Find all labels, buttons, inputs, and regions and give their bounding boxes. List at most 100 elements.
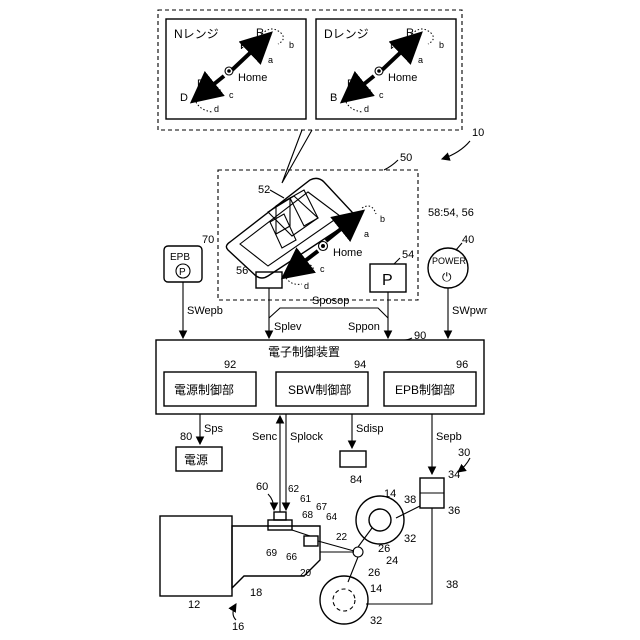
ref-94: 94: [354, 359, 366, 371]
ref-40: 40: [462, 234, 474, 246]
ref-54: 54: [402, 249, 414, 261]
power-title: POWER: [432, 256, 467, 266]
ref-84: 84: [350, 474, 362, 486]
ref-68: 68: [302, 510, 314, 521]
n-label-c: c: [229, 90, 234, 100]
power-source-label: 電源: [184, 453, 208, 467]
brake-lower: [333, 589, 355, 611]
unit-home-label: Home: [333, 247, 362, 259]
n-label-a: a: [268, 55, 273, 65]
d-label-n: N: [390, 40, 398, 52]
display-84: [340, 451, 366, 467]
ref-36: 36: [448, 505, 460, 517]
power-control-label: 電源制御部: [174, 382, 234, 397]
ref-50: 50: [400, 152, 412, 164]
ref-14-lower: 14: [370, 583, 382, 595]
wheel-lower: [320, 576, 368, 624]
ref-12: 12: [188, 599, 200, 611]
ref-96: 96: [456, 359, 468, 371]
ref-20: 20: [300, 568, 312, 579]
ref-61: 61: [300, 494, 312, 505]
n-label-home: Home: [238, 72, 267, 84]
shift-lever: [226, 178, 353, 278]
n-label-d: D: [197, 78, 205, 90]
ref-92: 92: [224, 359, 236, 371]
sig-sepb: Sepb: [436, 431, 462, 443]
ref-18: 18: [250, 587, 262, 599]
ref-32-lower: 32: [370, 615, 382, 627]
ref-16: 16: [232, 621, 244, 633]
ref-26-upper: 26: [378, 543, 390, 555]
n-range-panel: Nレンジ R R Home D D a b c d: [166, 19, 306, 119]
callout-pointer: [282, 130, 312, 183]
ref-10: 10: [472, 127, 484, 139]
ref-64: 64: [326, 512, 338, 523]
unit-label-c: c: [320, 264, 325, 274]
sbw-control-label: SBW制御部: [288, 382, 351, 397]
d-range-title: Dレンジ: [324, 27, 369, 41]
unit-up-arrow: [326, 212, 362, 241]
ref-24: 24: [386, 555, 398, 567]
d-label-d: d: [364, 104, 369, 114]
power-icon: ⏻: [442, 270, 452, 284]
unit-label-b: b: [380, 214, 385, 224]
ref-38: 38: [404, 494, 416, 506]
ref-62: 62: [288, 484, 300, 495]
ref-32-upper: 32: [404, 533, 416, 545]
sig-splev: Splev: [274, 321, 302, 333]
ref-26-lower: 26: [368, 567, 380, 579]
ecu-title: 電子制御装置: [268, 344, 340, 359]
n-range-title: Nレンジ: [174, 27, 219, 41]
d-label-b-bottom: B: [330, 92, 337, 104]
n-label-d-bottom: D: [180, 92, 188, 104]
sig-sppon: Sppon: [348, 321, 380, 333]
sig-sposop: Sposop: [312, 295, 349, 307]
ref-70: 70: [202, 234, 214, 246]
n-label-r: R: [240, 40, 248, 52]
d-up-arrow: [382, 34, 420, 70]
ref-34: 34: [448, 469, 460, 481]
brake-upper: [369, 509, 391, 531]
ref-69: 69: [266, 548, 278, 559]
ref-30: 30: [458, 447, 470, 459]
parking-gear: [304, 536, 318, 546]
d-label-home: Home: [388, 72, 417, 84]
ref-22: 22: [336, 532, 348, 543]
d-label-a: a: [418, 55, 423, 65]
p-switch-label: P: [382, 272, 393, 289]
epb-title: EPB: [170, 252, 190, 263]
sig-sps: Sps: [204, 423, 223, 435]
sig-senc: Senc: [252, 431, 278, 443]
sig-sdisp: Sdisp: [356, 423, 384, 435]
parking-actuator: [268, 520, 292, 530]
n-label-d-small: d: [214, 104, 219, 114]
n-label-b: b: [289, 40, 294, 50]
d-range-panel: Dレンジ R N Home B B a b c d: [316, 19, 456, 119]
sig-swepb: SWepb: [187, 305, 223, 317]
axle-upper: [358, 528, 372, 547]
epb-control-label: EPB制御部: [395, 382, 455, 397]
d-label-b-small: b: [439, 40, 444, 50]
wheel-upper: [356, 496, 404, 544]
ref-56: 56: [236, 265, 248, 277]
ref-80: 80: [180, 431, 192, 443]
sposop-bracket: [269, 308, 388, 318]
unit-label-d: d: [304, 281, 309, 291]
d-label-b: B: [347, 78, 354, 90]
engine: [160, 516, 232, 596]
sig-splock: Splock: [290, 431, 324, 443]
sensor-56: [256, 272, 282, 288]
sig-swpwr: SWpwr: [452, 305, 488, 317]
n-up-arrow: [232, 34, 270, 70]
ref-14-upper: 14: [384, 488, 396, 500]
unit-label-a: a: [364, 229, 369, 239]
cable-upper: [396, 506, 420, 518]
differential: [353, 547, 363, 557]
ref-60: 60: [256, 481, 268, 493]
ref-52: 52: [258, 184, 270, 196]
epb-symbol: P: [179, 267, 186, 278]
ref-38-lower: 38: [446, 579, 458, 591]
note-58: 58:54, 56: [428, 207, 474, 219]
